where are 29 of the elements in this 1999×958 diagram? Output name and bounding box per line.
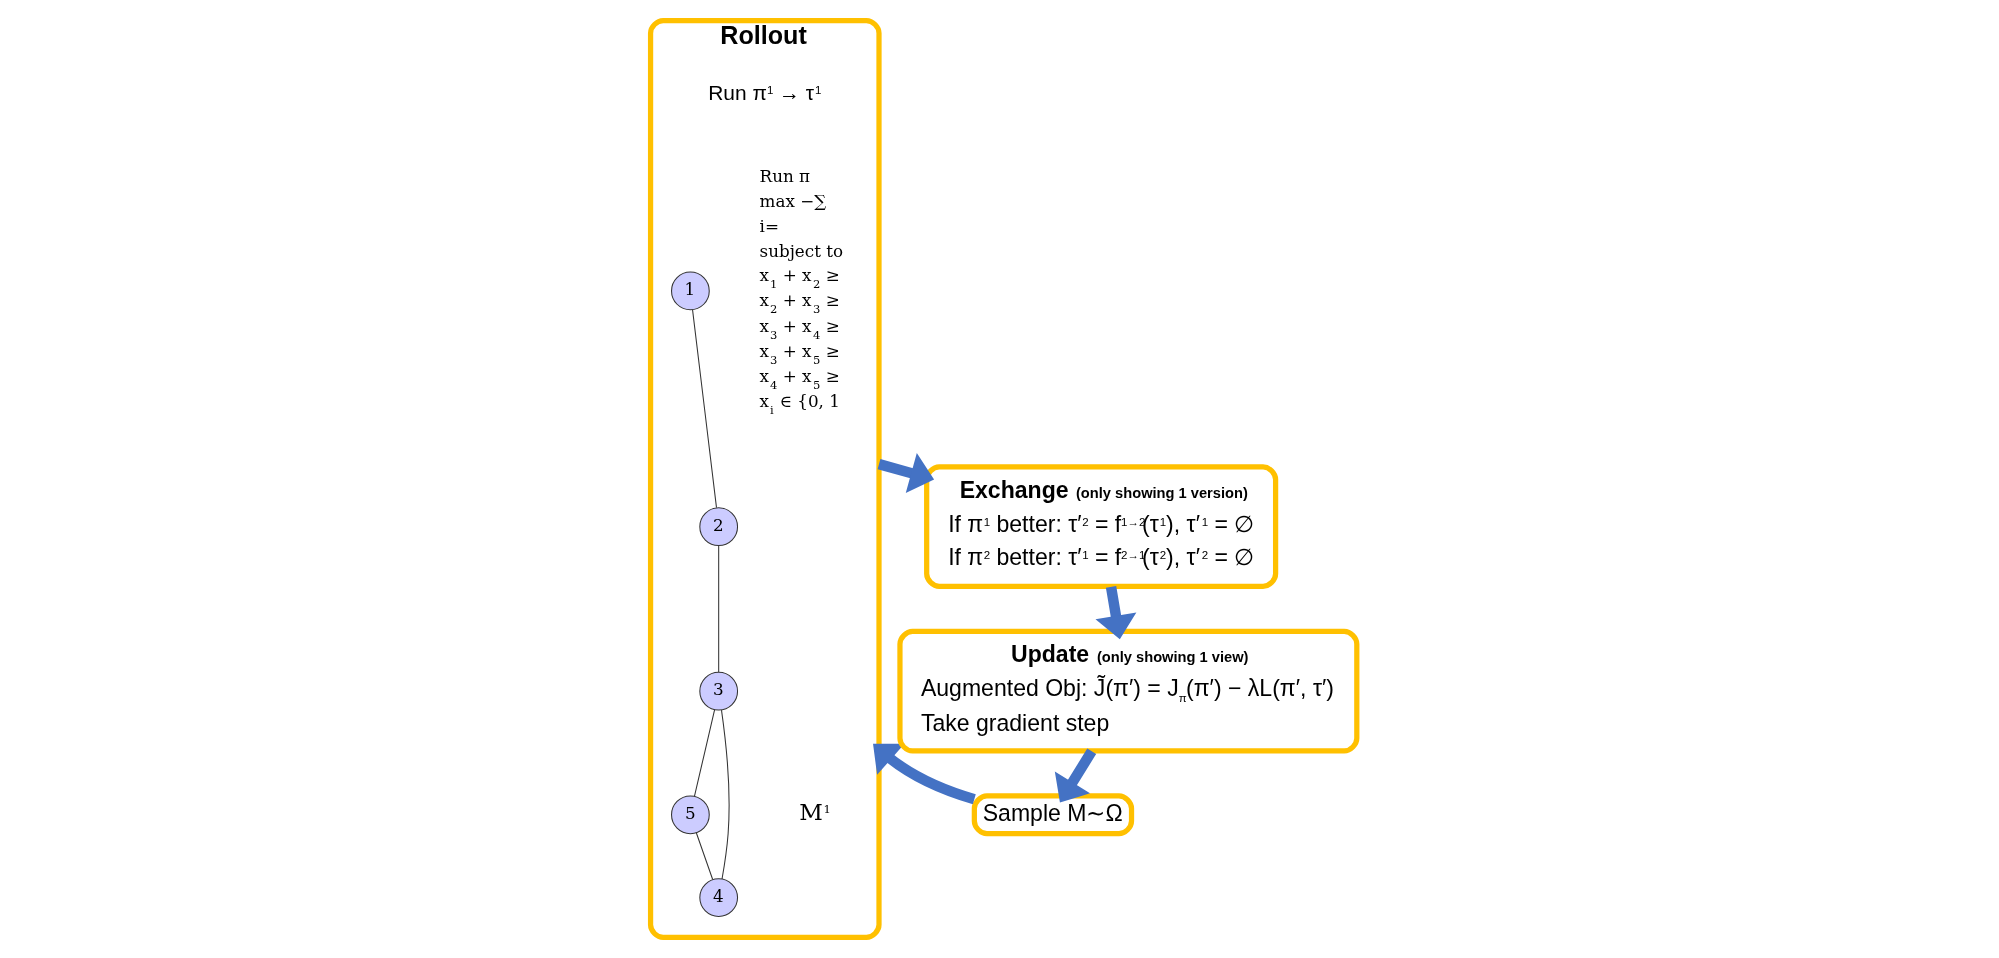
node-circle: 4 <box>699 878 739 917</box>
connector <box>693 709 716 797</box>
node-box: Exchange (only showing 1 version) If π$^{1}$ better: τ′$^{2}$ = f$^{1→2}$(τ$^{1}$), τ′$^{1}$ = ∅ If π$^{2}$ better: τ′$^{1}$ = f$^{2→1}$(τ$^{2}$), τ′$^{2}$ = ∅ <box>924 464 1279 589</box>
node-box: Sample M∼Ω <box>971 793 1135 837</box>
label: Run π <box>759 165 811 186</box>
label: x$_{3}$ + x$_{4}$ ≥ <box>759 315 840 342</box>
connector <box>695 832 714 880</box>
connector <box>720 709 730 880</box>
label: x$_{2}$ + x$_{3}$ ≥ <box>759 290 840 317</box>
label: M$^{1}$ <box>799 798 831 825</box>
arrow <box>1054 748 1097 803</box>
label: i= <box>759 216 779 237</box>
arrow <box>877 453 935 494</box>
connector <box>718 545 720 673</box>
label: x$_{i}$ ∈ {0, 1 <box>759 391 840 418</box>
arrow <box>873 743 976 805</box>
label: max −∑ <box>759 190 827 211</box>
node-circle: 2 <box>699 507 739 547</box>
arrow <box>1095 585 1137 640</box>
node-circle: 5 <box>671 795 710 835</box>
node-circle: 1 <box>671 271 710 311</box>
node-box: Update (only showing 1 view) Augmented Obj: J̃(π′) = J$_{π}$(π′) − λL(π′, τ′) Take gradient step <box>897 628 1360 754</box>
connector <box>692 309 718 509</box>
label: subject to <box>759 241 844 262</box>
label: Run π$^{1}$ → τ$^{1}$ <box>708 81 822 105</box>
label: x$_{3}$ + x$_{5}$ ≥ <box>759 340 840 367</box>
label: x$_{1}$ + x$_{2}$ ≥ <box>759 265 840 292</box>
node-circle: 3 <box>699 671 739 711</box>
label: x$_{4}$ + x$_{5}$ ≥ <box>759 365 840 392</box>
